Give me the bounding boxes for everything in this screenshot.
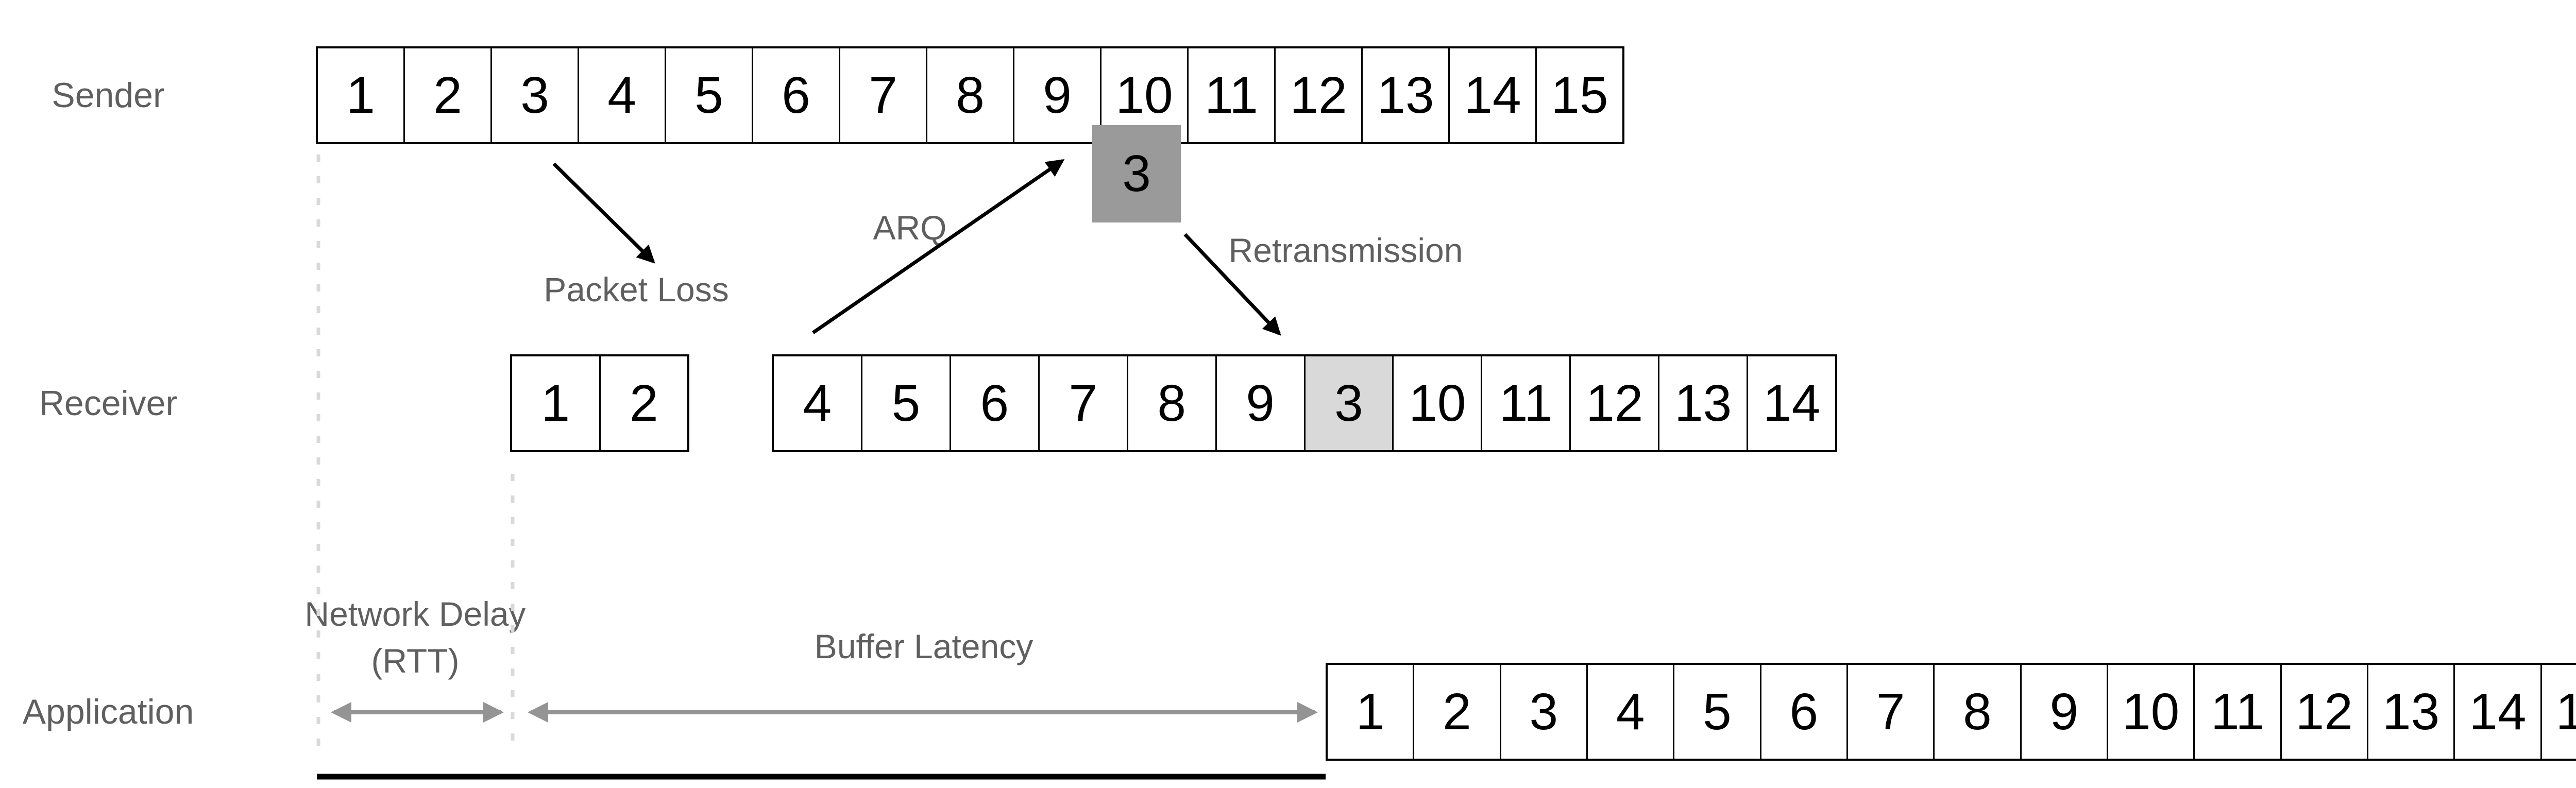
packet-cell: 7 xyxy=(839,48,926,142)
packet-cell: 2 xyxy=(403,48,490,142)
packet-cell: 9 xyxy=(2020,665,2107,759)
packet-cell: 9 xyxy=(1013,48,1100,142)
packet-cell: 8 xyxy=(1126,356,1215,450)
packet-cell: 12 xyxy=(1274,48,1361,142)
packet-cell: 13 xyxy=(1658,356,1747,450)
packet-loss-arrow xyxy=(552,162,655,264)
packet-cell: 10 xyxy=(1100,48,1187,142)
packet-loss-annotation: Packet Loss xyxy=(544,270,729,309)
packet-cell: 2 xyxy=(599,356,688,450)
packet-cell: 1 xyxy=(541,374,570,432)
packet-cell: 15 xyxy=(1535,48,1622,142)
packet-cell: 6 xyxy=(1759,665,1846,759)
retransmitted-packet-box: 3 xyxy=(1092,125,1181,222)
packet-cell: 3 xyxy=(1303,356,1393,450)
arq-annotation: ARQ xyxy=(873,209,947,247)
packet-cell: 6 xyxy=(949,356,1038,450)
network-delay-annotation: Network Delay (RTT) xyxy=(304,591,526,684)
packet-cell: 6 xyxy=(752,48,839,142)
packet-cell: 11 xyxy=(2193,665,2280,759)
packet-cell: 5 xyxy=(1673,665,1759,759)
packet-cell: 15 xyxy=(2540,665,2576,759)
packet-cell: 14 xyxy=(1448,48,1535,142)
packet-cell: 2 xyxy=(1413,665,1499,759)
packet-cell: 3 xyxy=(1499,665,1586,759)
packet-cell: 5 xyxy=(860,356,950,450)
network-delay-line2: (RTT) xyxy=(371,642,460,680)
retransmitted-packet-value: 3 xyxy=(1122,145,1151,202)
packet-cell: 11 xyxy=(1187,48,1274,142)
packet-cell: 4 xyxy=(578,48,665,142)
packet-cell: 14 xyxy=(1747,356,1835,450)
retransmission-annotation: Retransmission xyxy=(1228,231,1463,269)
receiver-label: Receiver xyxy=(39,384,178,423)
packet-cell: 1 xyxy=(1355,682,1385,741)
sender-label: Sender xyxy=(52,76,165,115)
packet-cell: 5 xyxy=(665,48,752,142)
packet-cell: 7 xyxy=(1846,665,1933,759)
packet-cell: 4 xyxy=(803,374,832,432)
packet-cell: 8 xyxy=(926,48,1013,142)
packet-cell: 10 xyxy=(1392,356,1481,450)
packet-cell: 10 xyxy=(2106,665,2193,759)
buffer-latency-annotation: Buffer Latency xyxy=(814,627,1033,665)
packet-cell: 3 xyxy=(490,48,578,142)
packet-cell: 12 xyxy=(2280,665,2367,759)
application-label: Application xyxy=(22,692,194,731)
packet-cell: 13 xyxy=(1361,48,1448,142)
packet-cell: 1 xyxy=(346,66,375,124)
packet-cell: 11 xyxy=(1481,356,1569,450)
network-delay-line1: Network Delay xyxy=(304,594,526,633)
packet-cell: 9 xyxy=(1215,356,1304,450)
packet-cell: 14 xyxy=(2453,665,2540,759)
packet-cell: 12 xyxy=(1569,356,1658,450)
packet-cell: 8 xyxy=(1933,665,2020,759)
packet-cell: 4 xyxy=(1586,665,1673,759)
packet-cell: 13 xyxy=(2366,665,2453,759)
packet-cell: 7 xyxy=(1038,356,1127,450)
